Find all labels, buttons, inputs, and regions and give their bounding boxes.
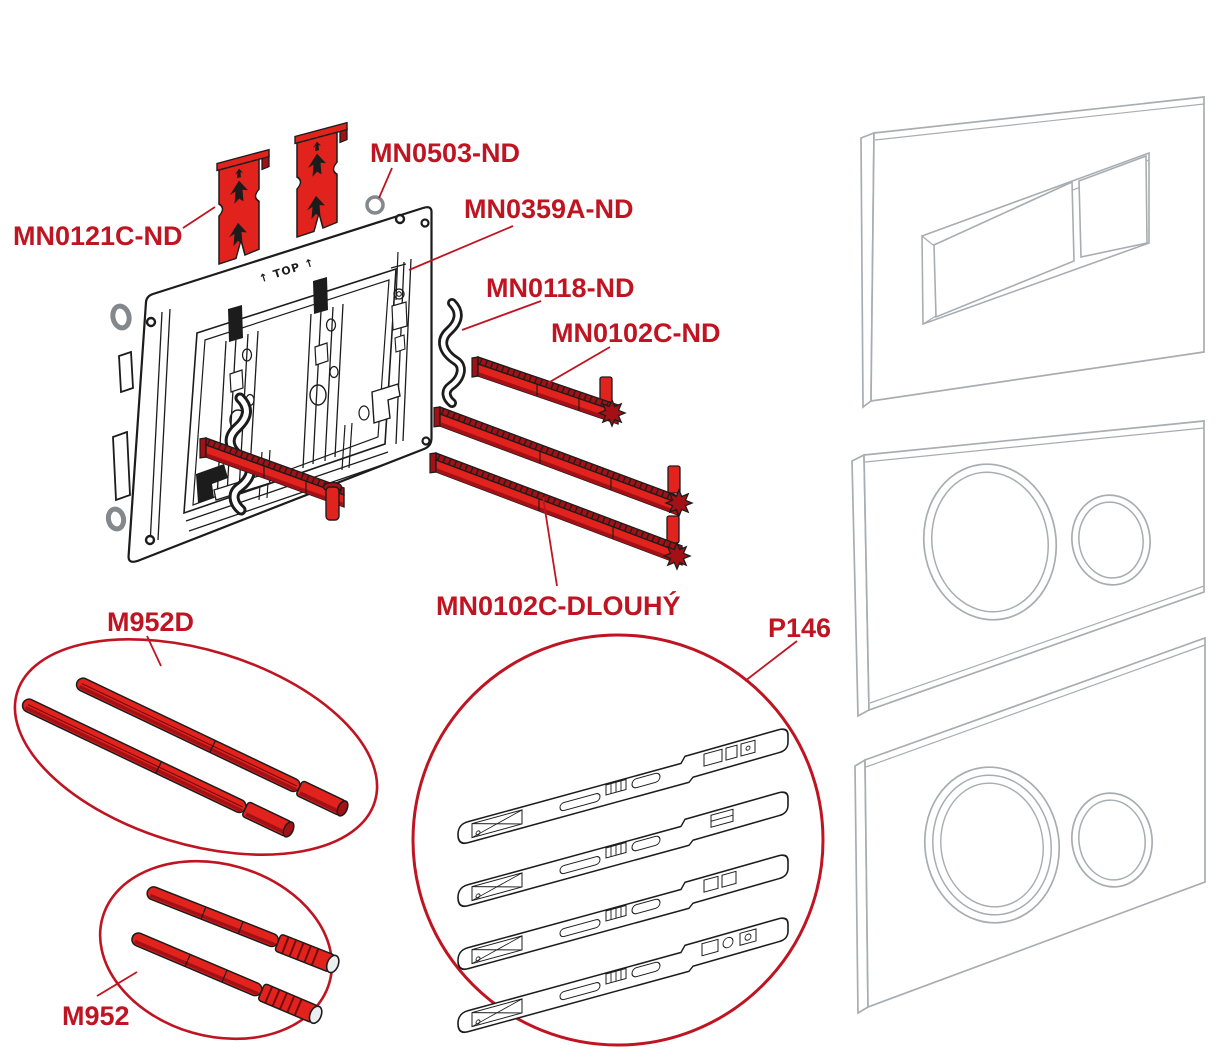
leader-mn0359a <box>408 225 514 271</box>
side-tab <box>112 430 131 502</box>
leader-lines <box>96 167 798 997</box>
leader-mn0121c <box>182 206 216 229</box>
grommet <box>110 303 132 331</box>
leader-m952 <box>96 971 138 997</box>
rod-long <box>21 698 295 838</box>
grommet <box>105 506 127 532</box>
leader-m952d <box>146 635 162 667</box>
part-label-mn0102c: MN0102C-ND <box>551 318 721 348</box>
screw-hole <box>144 534 156 546</box>
clip-part-2 <box>294 121 348 238</box>
part-label-mn0102c-dlouhy: MN0102C-DLOUHÝ <box>436 590 681 621</box>
spring-clip-right <box>438 298 466 408</box>
sticker-strip <box>457 791 789 908</box>
mounting-frame: ↑ TOP ↑ <box>105 195 466 563</box>
flush-panel-round-buttons-1 <box>851 420 1205 718</box>
screw-hole <box>145 316 157 328</box>
part-label-p146: P146 <box>768 613 831 643</box>
leader-mn0102c-dlouhy <box>542 496 558 587</box>
round-button-large <box>922 463 1058 621</box>
rack-bar-inside <box>199 437 345 521</box>
leader-mn0118 <box>461 300 542 331</box>
frame-mechanism <box>358 251 412 445</box>
part-label-mn0118: MN0118-ND <box>486 273 635 303</box>
screw-hole <box>420 218 430 228</box>
part-label-mn0503: MN0503-ND <box>370 138 520 168</box>
part-label-m952d: M952D <box>107 607 194 637</box>
rod-group-m952d <box>13 638 379 856</box>
sticker-strip <box>457 917 789 1034</box>
callout-ellipse-m952 <box>98 859 334 1041</box>
side-tab <box>118 350 134 394</box>
rod-group-m952 <box>98 859 340 1041</box>
round-button-large <box>923 766 1061 924</box>
pin-hole-mn0503 <box>365 195 385 215</box>
flush-panel-round-buttons-2 <box>854 636 1206 1015</box>
part-labels: MN0121C-ND MN0503-ND MN0359A-ND MN0118-N… <box>13 138 831 1031</box>
part-label-mn0359a: MN0359A-ND <box>464 194 634 224</box>
flush-panel-rect-buttons <box>860 96 1205 409</box>
round-button-small <box>1071 494 1151 586</box>
flush-button-large <box>933 180 1075 319</box>
rack-bar-long-2 <box>429 452 692 571</box>
part-label-m952: M952 <box>62 1001 130 1031</box>
clip-part-1 <box>216 148 270 265</box>
screw-hole <box>394 213 406 225</box>
sticker-strip <box>457 854 789 971</box>
screw-hole <box>421 436 431 446</box>
leader-mn0503 <box>378 167 393 199</box>
rack-bar-short <box>471 356 627 428</box>
rack-bar-long-1 <box>433 406 694 518</box>
round-button-small <box>1071 792 1153 888</box>
frame-rail-2 <box>302 277 344 469</box>
sticker-strip <box>457 728 789 845</box>
flush-button-small <box>1078 154 1148 258</box>
part-label-mn0121c: MN0121C-ND <box>13 221 183 251</box>
rod-short <box>131 932 323 1025</box>
callout-ellipse-m952d <box>13 638 379 856</box>
rod-long <box>75 677 349 817</box>
sticker-strips-p146 <box>411 633 825 1047</box>
callout-circle-p146 <box>411 633 825 1047</box>
rod-short <box>146 886 340 974</box>
leader-p146 <box>744 640 798 682</box>
leader-mn0102c <box>547 346 611 384</box>
